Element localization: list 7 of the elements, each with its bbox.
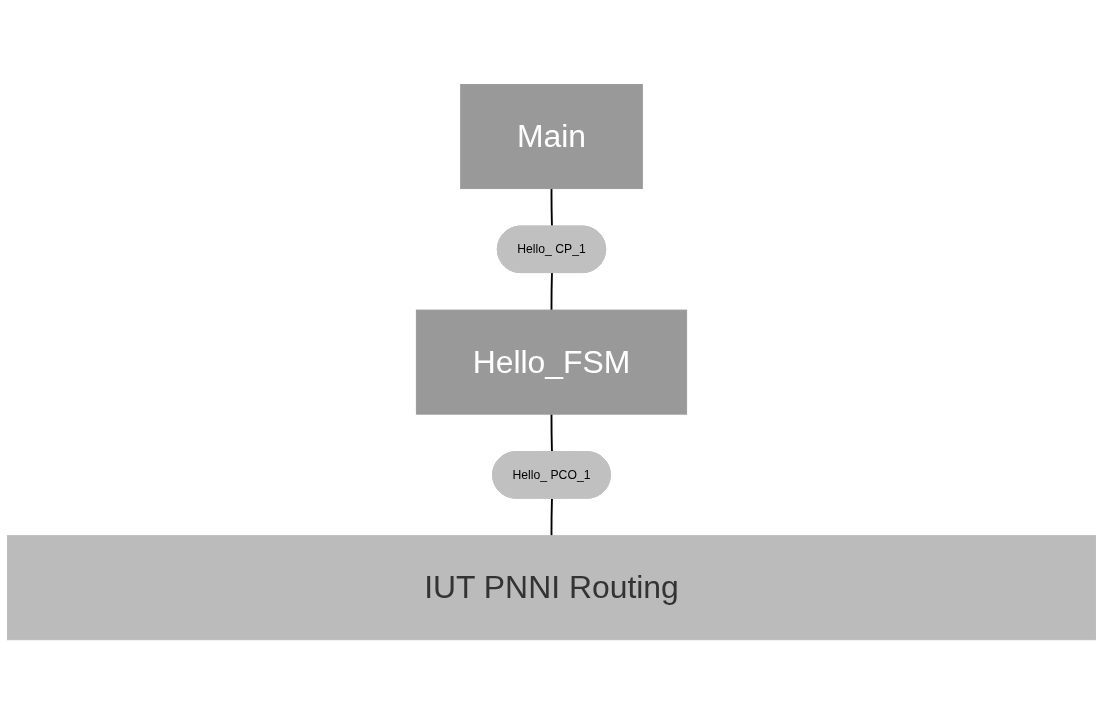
- node-box: Hello_FSM: [415, 309, 688, 415]
- connector: [550, 413, 553, 453]
- node-box: Main: [460, 83, 643, 189]
- connector: [550, 271, 553, 311]
- node-box: IUT PNNI Routing: [7, 535, 1096, 641]
- connector: [550, 187, 553, 228]
- connector: [550, 497, 553, 537]
